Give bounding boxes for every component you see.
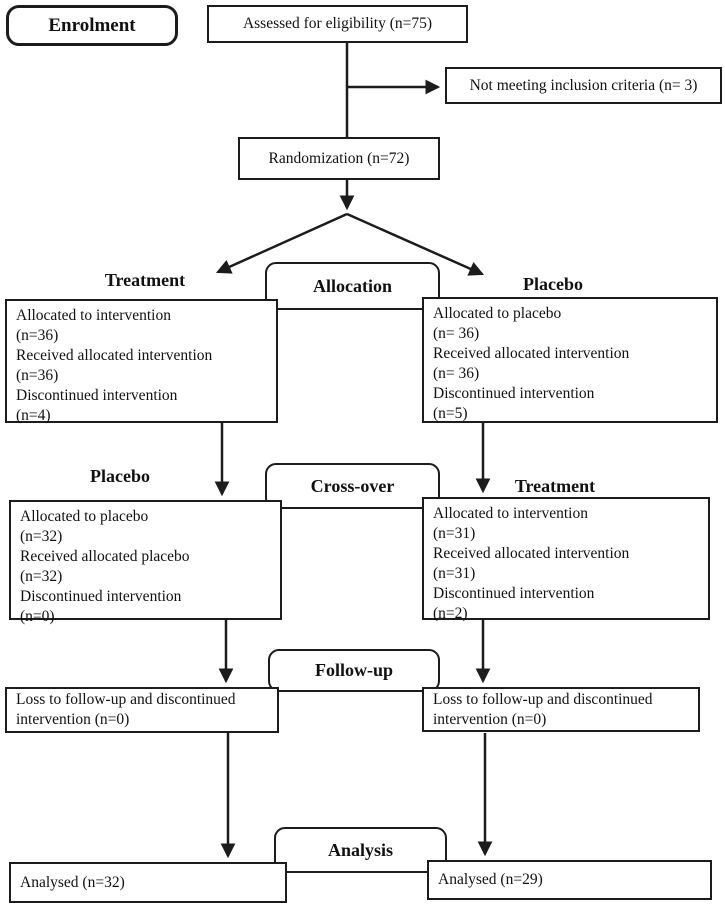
crossover-left-box: Allocated to placebo (n=32) Received all… — [9, 500, 282, 625]
followup-right-box: Loss to follow-up and discontinued inter… — [422, 687, 700, 732]
crossover-left-line: Discontinued intervention — [20, 588, 182, 605]
crossover-right-line: (n=31) — [433, 525, 476, 542]
crossover-left-line: (n=0) — [20, 608, 55, 625]
assessed-eligibility-box: Assessed for eligibility (n=75) — [207, 5, 468, 43]
excluded-box: Not meeting inclusion criteria (n= 3) — [445, 67, 722, 104]
followup-stage-label: Follow-up — [314, 660, 393, 680]
crossover-stage-tab: Cross-over — [265, 463, 440, 509]
analysis-stage-label: Analysis — [327, 839, 394, 860]
assessed-eligibility-text: Assessed for eligibility (n=75) — [242, 15, 433, 32]
enrolment-stage-label: Enrolment — [48, 14, 136, 36]
excluded-text: Not meeting inclusion criteria (n= 3) — [469, 76, 698, 94]
crossover-right-line: (n=31) — [433, 565, 476, 582]
allocation-right-line: Discontinued intervention — [433, 385, 595, 402]
crossover-right-line: (n=2) — [433, 605, 468, 622]
crossover-left-line: (n=32) — [20, 568, 63, 585]
allocation-left-line: Discontinued intervention — [16, 387, 178, 404]
allocation-right-group-label: Placebo — [523, 274, 583, 294]
followup-right-text: Loss to follow-up and discontinued inter… — [433, 690, 653, 728]
allocation-stage-label: Allocation — [313, 275, 392, 296]
analysis-right-box: Analysed (n=29) — [427, 860, 712, 900]
allocation-right-line: (n= 36) — [433, 365, 480, 382]
enrolment-stage-tab: Enrolment — [6, 5, 178, 46]
followup-left-box: Loss to follow-up and discontinued inter… — [5, 687, 279, 733]
allocation-right-line: (n= 36) — [433, 325, 480, 342]
crossover-left-line: Allocated to placebo — [20, 508, 149, 525]
crossover-left-line: (n=32) — [20, 528, 63, 545]
allocation-right-box: Allocated to placebo (n= 36) Received al… — [422, 297, 718, 423]
allocation-left-group-label: Treatment — [104, 270, 186, 290]
analysis-left-text: Analysed (n=32) — [20, 873, 125, 891]
crossover-stage-label: Cross-over — [310, 475, 395, 496]
allocation-left-line: Received allocated intervention — [16, 347, 213, 364]
allocation-left-box: Allocated to intervention (n=36) Receive… — [5, 299, 278, 424]
analysis-left-box: Analysed (n=32) — [9, 862, 287, 903]
connector-split-right-arrow — [346, 212, 485, 276]
allocation-right-line: (n=5) — [433, 405, 468, 422]
allocation-right-line: Allocated to placebo — [433, 305, 562, 322]
crossover-right-box: Allocated to intervention (n=31) Receive… — [422, 497, 710, 622]
analysis-right-text: Analysed (n=29) — [438, 871, 543, 888]
analysis-stage-tab: Analysis — [274, 827, 447, 873]
allocation-left-line: (n=4) — [16, 407, 51, 424]
randomization-text: Randomization (n=72) — [268, 149, 410, 167]
connector-split-left-arrow — [215, 212, 348, 274]
followup-stage-tab: Follow-up — [268, 649, 440, 692]
crossover-right-line: Discontinued intervention — [433, 585, 595, 602]
crossover-right-line: Received allocated intervention — [433, 545, 630, 562]
allocation-right-line: Received allocated intervention — [433, 345, 630, 362]
allocation-left-line: (n=36) — [16, 367, 59, 384]
crossover-left-group-label: Placebo — [90, 466, 150, 486]
allocation-left-line: (n=36) — [16, 327, 59, 344]
allocation-left-line: Allocated to intervention — [16, 307, 171, 324]
crossover-right-group-label: Treatment — [514, 476, 596, 496]
crossover-left-line: Received allocated placebo — [20, 548, 190, 565]
allocation-stage-tab: Allocation — [265, 262, 440, 310]
followup-left-text: Loss to follow-up and discontinued inter… — [16, 691, 236, 728]
crossover-right-line: Allocated to intervention — [433, 505, 588, 522]
randomization-box: Randomization (n=72) — [238, 137, 440, 180]
